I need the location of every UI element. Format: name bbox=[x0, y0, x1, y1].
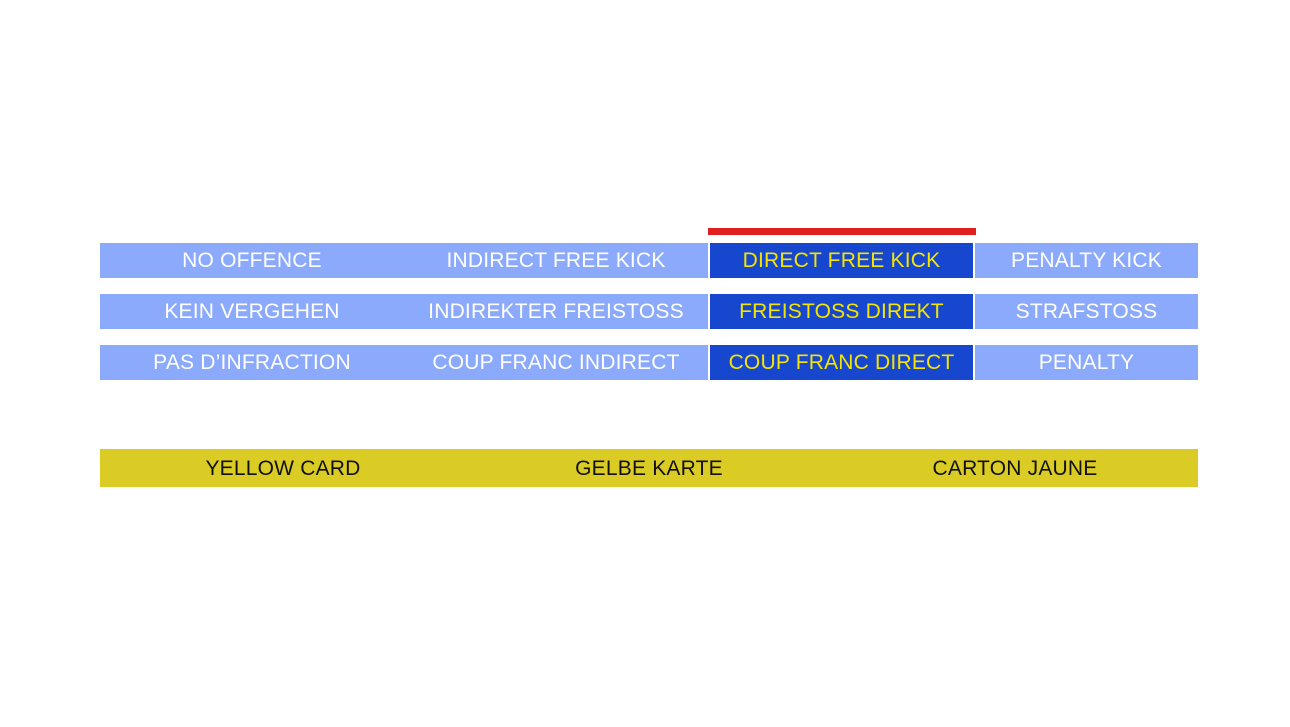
option-penalty-kick-french[interactable]: PENALTY bbox=[975, 345, 1198, 380]
option-indirect-free-kick-french[interactable]: COUP FRANC INDIRECT bbox=[432, 351, 680, 374]
yellow-card-label-english: YELLOW CARD bbox=[205, 456, 361, 480]
option-group-normal-french: PAS D’INFRACTION COUP FRANC INDIRECT bbox=[100, 345, 708, 380]
option-penalty-kick-german[interactable]: STRAFSTOSS bbox=[975, 294, 1198, 329]
option-penalty-kick-english[interactable]: PENALTY KICK bbox=[975, 243, 1198, 278]
row-divider bbox=[708, 345, 710, 380]
option-no-offence-german[interactable]: KEIN VERGEHEN bbox=[164, 300, 340, 323]
option-group-normal-english: NO OFFENCE INDIRECT FREE KICK bbox=[100, 243, 708, 278]
selected-column-accent-bar bbox=[708, 228, 976, 235]
ladder-row-french: PAS D’INFRACTION COUP FRANC INDIRECT COU… bbox=[100, 345, 1198, 380]
row-divider bbox=[973, 243, 975, 278]
option-no-offence-english[interactable]: NO OFFENCE bbox=[182, 249, 322, 272]
option-direct-free-kick-french-selected[interactable]: COUP FRANC DIRECT bbox=[710, 345, 973, 380]
row-divider bbox=[708, 243, 710, 278]
option-direct-free-kick-german-selected[interactable]: FREISTOSS DIREKT bbox=[710, 294, 973, 329]
option-indirect-free-kick-english[interactable]: INDIRECT FREE KICK bbox=[446, 249, 666, 272]
option-indirect-free-kick-german[interactable]: INDIREKTER FREISTOSS bbox=[428, 300, 684, 323]
ladder-row-german: KEIN VERGEHEN INDIREKTER FREISTOSS FREIS… bbox=[100, 294, 1198, 329]
option-direct-free-kick-english-selected[interactable]: DIRECT FREE KICK bbox=[710, 243, 973, 278]
yellow-card-label-french: CARTON JAUNE bbox=[932, 456, 1098, 480]
ladder-row-english: NO OFFENCE INDIRECT FREE KICK DIRECT FRE… bbox=[100, 243, 1198, 278]
option-no-offence-french[interactable]: PAS D’INFRACTION bbox=[153, 351, 351, 374]
row-divider bbox=[708, 294, 710, 329]
row-divider bbox=[973, 345, 975, 380]
decision-ladder: NO OFFENCE INDIRECT FREE KICK DIRECT FRE… bbox=[100, 243, 1198, 380]
row-divider bbox=[973, 294, 975, 329]
yellow-card-label-german: GELBE KARTE bbox=[575, 456, 723, 480]
yellow-card-bar[interactable]: YELLOW CARD GELBE KARTE CARTON JAUNE bbox=[100, 449, 1198, 487]
option-group-normal-german: KEIN VERGEHEN INDIREKTER FREISTOSS bbox=[100, 294, 708, 329]
